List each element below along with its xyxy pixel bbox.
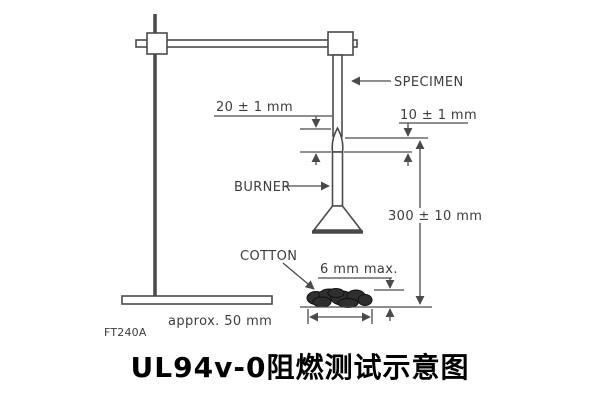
dim50-label: approx. 50 mm [168, 314, 272, 329]
page-title: UL94v-0阻燃测试示意图 [130, 351, 470, 384]
cotton-blob [327, 288, 345, 298]
dim20-label: 20 ± 1 mm [216, 100, 293, 115]
stand-clamp-left [146, 32, 168, 55]
specimen-bar [332, 54, 343, 137]
cotton-blob [357, 294, 373, 306]
specimen-clamp [327, 31, 354, 56]
specimen-and-burner [312, 54, 363, 234]
diagram-labels: 20 ± 1 mm 10 ± 1 mm SPECIMEN BURNER 300 … [104, 75, 482, 339]
cotton-blob [337, 298, 359, 308]
ring-stand [121, 14, 358, 305]
dim6-label: 6 mm max. [320, 262, 398, 277]
dim10-label: 10 ± 1 mm [400, 108, 477, 123]
specimen-label: SPECIMEN [394, 75, 464, 90]
stand-base [121, 295, 273, 305]
burner-tube [331, 151, 344, 207]
cotton-blob [312, 296, 332, 308]
burner-cone [312, 205, 363, 231]
cotton-leader [282, 262, 315, 290]
cotton-label: COTTON [240, 249, 297, 264]
burner-label: BURNER [234, 180, 291, 195]
cotton-pad [306, 288, 373, 308]
figure-code-label: FT240A [104, 326, 147, 339]
dim300-label-backing [384, 208, 474, 223]
test-setup-diagram: 20 ± 1 mm 10 ± 1 mm SPECIMEN BURNER 300 … [104, 14, 482, 339]
stand-arm [135, 39, 358, 48]
dim300-label: 300 ± 10 mm [388, 209, 482, 224]
dimension-lines [214, 76, 468, 324]
